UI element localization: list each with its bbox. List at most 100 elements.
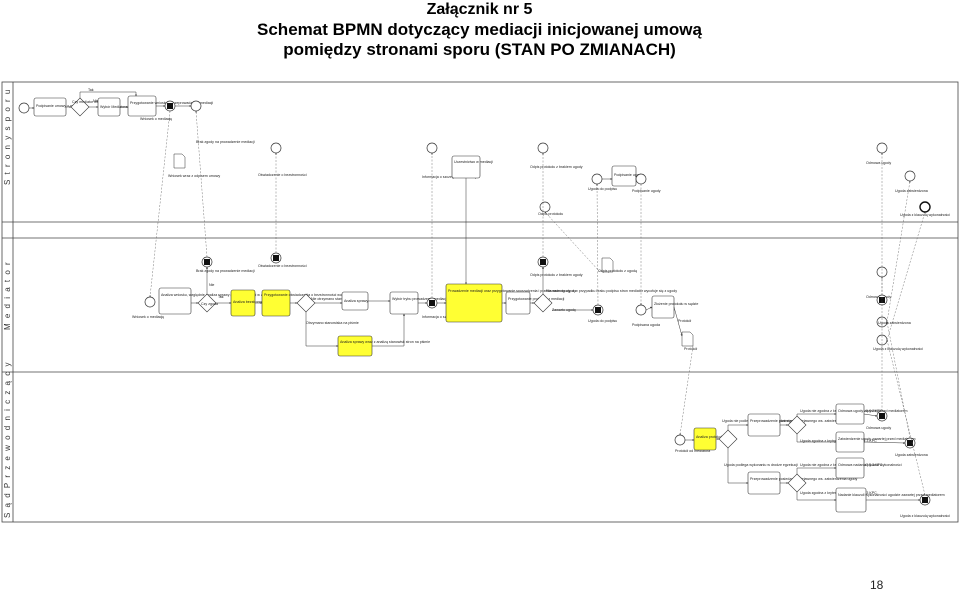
catch-event-podpisana-ugoda <box>635 304 647 316</box>
message-flows <box>149 110 926 496</box>
svg-text:Nie: Nie <box>209 283 214 287</box>
gateway-ugoda <box>533 293 553 313</box>
svg-text:Przeprowadzenie posiedzenia ni: Przeprowadzenie posiedzenia niejawnego w… <box>750 419 857 423</box>
svg-text:Odpis protokołu z brakiem ugod: Odpis protokołu z brakiem ugody <box>530 165 583 169</box>
svg-text:Odpis protokołu: Odpis protokołu <box>538 212 563 216</box>
page-number: 18 <box>870 578 884 592</box>
throw-event-podpisanie-ugody <box>635 173 647 185</box>
lane-strony: Podpisanie umowy o mediację Czy mediator… <box>18 88 950 217</box>
catch-event-oswiadczenie <box>270 142 282 154</box>
svg-text:Podpisanie ugody: Podpisanie ugody <box>614 173 643 177</box>
svg-text:Prowadzenie mediacji oraz przy: Prowadzenie mediacji oraz przygotowanie … <box>448 289 677 293</box>
catch-event-zatwierdzona <box>904 170 916 182</box>
catch-event-ugoda-do-podpisu <box>591 173 603 185</box>
svg-text:Podpisana ugoda: Podpisana ugoda <box>632 323 660 327</box>
start-event <box>18 102 30 114</box>
start-event-protokol <box>674 434 686 446</box>
title-line-1: Załącznik nr 5 <box>426 1 533 18</box>
svg-text:Analiza bezstronności: Analiza bezstronności <box>233 300 268 304</box>
svg-text:Analiza sprawy wraz z analizą: Analiza sprawy wraz z analizą stanowisk … <box>340 340 430 344</box>
svg-text:Ugoda z klauzulą wykonalności: Ugoda z klauzulą wykonalności <box>873 347 923 351</box>
svg-text:Czy mediator wskazany?: Czy mediator wskazany? <box>72 100 112 104</box>
svg-text:Czy zgoda: Czy zgoda <box>201 302 218 306</box>
svg-text:Zatwierdzenie ugody zawartej p: Zatwierdzenie ugody zawartej przed media… <box>838 437 916 441</box>
svg-text:Oświadczenie o bezstronności: Oświadczenie o bezstronności <box>258 173 307 177</box>
svg-text:Odpis protokołu z brakiem ugod: Odpis protokołu z brakiem ugody <box>530 273 583 277</box>
svg-text:Przygotowanie oświadczenia o b: Przygotowanie oświadczenia o bezstronnoś… <box>264 293 367 297</box>
svg-text:Otrzymano stanowiska na piśmie: Otrzymano stanowiska na piśmie <box>306 321 359 325</box>
svg-text:Analiza protokołu: Analiza protokołu <box>696 435 724 439</box>
svg-text:Tak: Tak <box>218 295 224 299</box>
svg-text:Odmowa ugody zawartej przed me: Odmowa ugody zawartej przed mediatorem <box>838 409 908 413</box>
doc-odpis-z-ugoda <box>601 257 614 273</box>
svg-text:Ugoda do podpisu: Ugoda do podpisu <box>588 319 617 323</box>
title-line-2: Schemat BPMN dotyczący mediacji inicjowa… <box>257 20 702 39</box>
task-zatwierdzenie <box>835 431 865 453</box>
catch-event-brak-zgody <box>190 100 202 112</box>
lane-mediator: Wniosek o mediację Analiza wniosku, wzgl… <box>132 252 923 357</box>
task-przygotowanie-protokolu <box>505 291 531 315</box>
svg-text:Tak: Tak <box>88 88 94 92</box>
task-wybor-trybu <box>389 291 419 315</box>
end-event-odpis <box>539 201 551 213</box>
lane-label-mediator: M e d i a t o r <box>3 261 12 330</box>
lane-label-strony: S t r o n y s p o r u <box>3 88 12 185</box>
svg-text:Protokół: Protokół <box>678 319 691 323</box>
svg-text:Brak zgody na prowadzenie medi: Brak zgody na prowadzenie mediacji <box>196 140 255 144</box>
sequence-flows <box>29 91 921 501</box>
svg-text:Podpisanie ugody: Podpisanie ugody <box>632 189 661 193</box>
task-posiedzenie-1 <box>747 413 781 437</box>
svg-text:Ugoda podlega wykonaniu w drod: Ugoda podlega wykonaniu w drodze egzekuc… <box>724 463 798 467</box>
catch-event-odmowa <box>876 142 888 154</box>
svg-text:Protokół od mediatora: Protokół od mediatora <box>675 449 710 453</box>
gateway-czy-zgoda <box>197 293 217 313</box>
svg-text:Przeprowadzenie posiedzenia ni: Przeprowadzenie posiedzenia niejawnego w… <box>750 477 857 481</box>
svg-text:Nie otrzymano stanowisk na piś: Nie otrzymano stanowisk na piśmie <box>311 297 367 301</box>
svg-text:Odmowa ugody: Odmowa ugody <box>866 161 891 165</box>
task-odmowa-ugody <box>835 403 865 425</box>
task-analiza-wniosku <box>158 287 192 315</box>
svg-text:Odmowa nadania klauzuli wykona: Odmowa nadania klauzuli wykonalności <box>838 463 902 467</box>
svg-text:Analiza wniosku, względnie ana: Analiza wniosku, względnie analiza spraw… <box>161 293 290 297</box>
svg-text:Brak zgody na prowadzenie medi: Brak zgody na prowadzenie mediacji <box>196 269 255 273</box>
doc-protokol <box>681 331 694 347</box>
svg-text:Nie: Nie <box>93 99 98 103</box>
task-posiedzenie-2 <box>747 471 781 495</box>
svg-text:Analiza sprawy: Analiza sprawy <box>344 299 368 303</box>
svg-text:Ugoda zatwierdzona: Ugoda zatwierdzona <box>895 189 928 193</box>
svg-text:Wybór Mediatora: Wybór Mediatora <box>100 105 127 109</box>
svg-text:Wybór trybu prowadzenia mediac: Wybór trybu prowadzenia mediacji <box>392 297 447 301</box>
lane-sad: Protokół od mediatora Analiza protokołu … <box>674 403 950 518</box>
svg-text:Odpis protokołu z ugodą: Odpis protokołu z ugodą <box>598 269 637 273</box>
pool <box>1 81 959 523</box>
svg-text:Nadanie klauzuli wykonalności: Nadanie klauzuli wykonalności ugodzie za… <box>838 493 945 497</box>
task-odmowa-nadania <box>835 457 865 479</box>
svg-text:Ugoda z klauzulą wykonalności: Ugoda z klauzulą wykonalności <box>900 514 950 518</box>
task-podpisanie-ugody <box>611 165 637 187</box>
svg-text:Wniosek o mediację: Wniosek o mediację <box>132 315 164 319</box>
svg-text:Wniosek wraz z odpisem umowy: Wniosek wraz z odpisem umowy <box>168 174 220 178</box>
lane-label-sad: S ą d P r z e w o d n i c z ą c y <box>3 361 12 518</box>
svg-text:Nie zawarto ugody: Nie zawarto ugody <box>546 289 576 293</box>
svg-text:Informacja o szczegółach media: Informacja o szczegółach mediacji <box>422 175 477 179</box>
catch-event-informacja <box>426 142 438 154</box>
svg-text:Podpisanie umowy o mediację: Podpisanie umowy o mediację <box>36 104 85 108</box>
svg-text:Uczestnictwo w mediacji: Uczestnictwo w mediacji <box>454 160 493 164</box>
task-zlozenie-protokolu <box>651 295 675 319</box>
task-analiza-protokolu <box>693 427 717 451</box>
gateway-egzekucja <box>718 429 738 449</box>
title-line-3: pomiędzy stronami sporu (STAN PO ZMIANAC… <box>283 40 676 59</box>
gateway-mediator-wskazany <box>70 97 90 117</box>
svg-text:Ugoda do podpisu: Ugoda do podpisu <box>588 187 617 191</box>
svg-text:Złożenie protokołu w sądzie: Złożenie protokołu w sądzie <box>654 302 698 306</box>
task-przygotowanie-wniosku <box>127 95 157 117</box>
catch-event-odpis-protokolu <box>537 142 549 154</box>
svg-text:Ugoda z klauzulą wykonalności: Ugoda z klauzulą wykonalności <box>900 213 950 217</box>
task-nadanie-klauzuli <box>835 487 867 513</box>
svg-text:Przygotowanie protokołu z medi: Przygotowanie protokołu z mediacji <box>508 297 565 301</box>
svg-text:Protokół: Protokół <box>684 347 697 351</box>
svg-text:Oświadczenie o bezstronności: Oświadczenie o bezstronności <box>258 264 307 268</box>
svg-text:Ugoda zatwierdzona: Ugoda zatwierdzona <box>878 321 911 325</box>
svg-text:Wniosek o mediację: Wniosek o mediację <box>140 117 172 121</box>
